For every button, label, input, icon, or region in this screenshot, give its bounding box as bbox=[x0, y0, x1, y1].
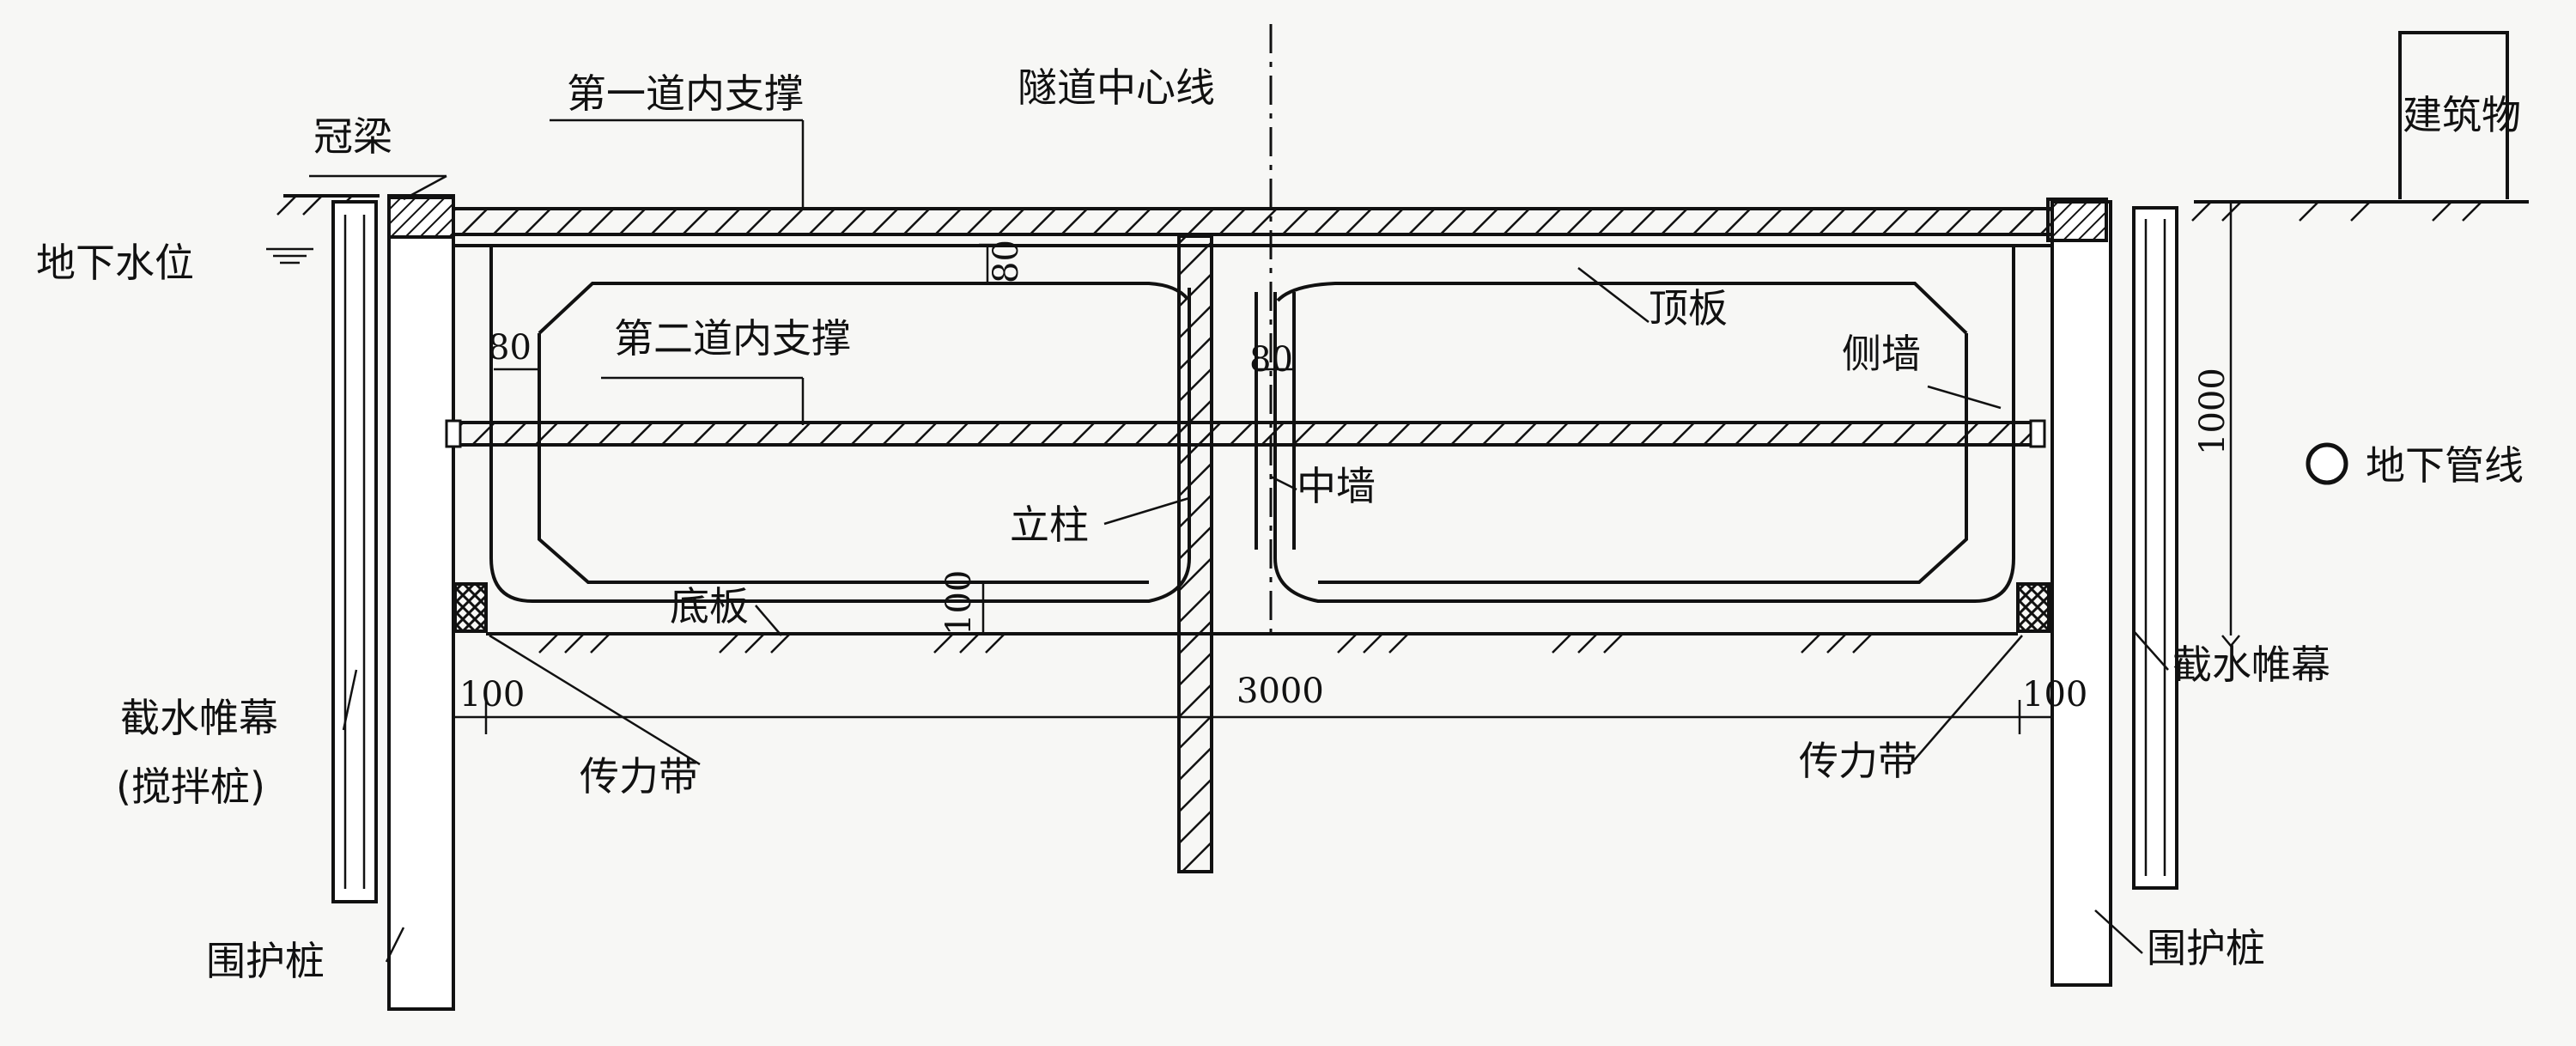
underground-pipe-label: 地下管线 bbox=[2366, 442, 2524, 489]
crown-beam-right bbox=[2046, 198, 2108, 242]
force-band-left-label: 传力带 bbox=[580, 753, 698, 800]
retaining-pile-left bbox=[387, 196, 455, 1011]
retaining-pile-right bbox=[2050, 200, 2112, 987]
column bbox=[1177, 234, 1213, 873]
middle-wall-thickness: 80 bbox=[1249, 340, 1293, 380]
span-width-dimension: 3000 bbox=[1236, 672, 1324, 711]
force-band-right-label: 传力带 bbox=[1799, 738, 1917, 784]
left-gap-dimension: 100 bbox=[459, 675, 525, 715]
dimension-lines bbox=[452, 202, 2240, 734]
right-gap-dimension: 100 bbox=[2022, 675, 2087, 715]
bottom-slab-label: 底板 bbox=[670, 583, 749, 629]
top-slab-thickness: 80 bbox=[987, 240, 1026, 283]
crown-beam-left bbox=[387, 194, 455, 239]
cutoff-curtain-right-label: 截水帷幕 bbox=[2172, 642, 2330, 688]
side-wall-label: 侧墙 bbox=[1842, 331, 1921, 377]
retaining-pile-left-label: 围护桩 bbox=[206, 938, 325, 984]
pit-bottom bbox=[486, 632, 2018, 654]
force-band-left bbox=[453, 582, 488, 633]
second-strut-label: 第二道内支撑 bbox=[614, 315, 851, 362]
building bbox=[2398, 31, 2509, 199]
cutoff-curtain-left-label: 截水帷幕 bbox=[120, 695, 278, 741]
force-band-right bbox=[2016, 582, 2050, 633]
second-strut bbox=[453, 421, 2037, 447]
leader-lines bbox=[309, 119, 2169, 963]
first-strut-label: 第一道内支撑 bbox=[567, 70, 804, 117]
middle-wall-label: 中墙 bbox=[1297, 463, 1376, 509]
retaining-pile-right-label: 围护桩 bbox=[2147, 925, 2265, 971]
side-wall-thickness: 80 bbox=[488, 328, 532, 368]
cutoff-curtain-left bbox=[331, 200, 378, 903]
column-label: 立柱 bbox=[1010, 502, 1089, 548]
groundwater-symbol bbox=[266, 247, 313, 265]
groundwater-label: 地下水位 bbox=[36, 240, 194, 286]
bottom-slab-thickness: 100 bbox=[939, 570, 979, 636]
cutoff-curtain-left-note: (搅拌桩) bbox=[116, 763, 265, 810]
underground-pipe-icon bbox=[2306, 442, 2348, 485]
building-label: 建筑物 bbox=[2403, 92, 2521, 138]
crown-beam-label: 冠梁 bbox=[313, 113, 392, 160]
first-strut bbox=[452, 207, 2054, 236]
top-slab-label: 顶板 bbox=[1649, 285, 1728, 331]
depth-dimension: 1000 bbox=[2193, 368, 2233, 455]
cutoff-curtain-right bbox=[2132, 206, 2178, 890]
tunnel-centerline-label: 隧道中心线 bbox=[1018, 64, 1215, 111]
